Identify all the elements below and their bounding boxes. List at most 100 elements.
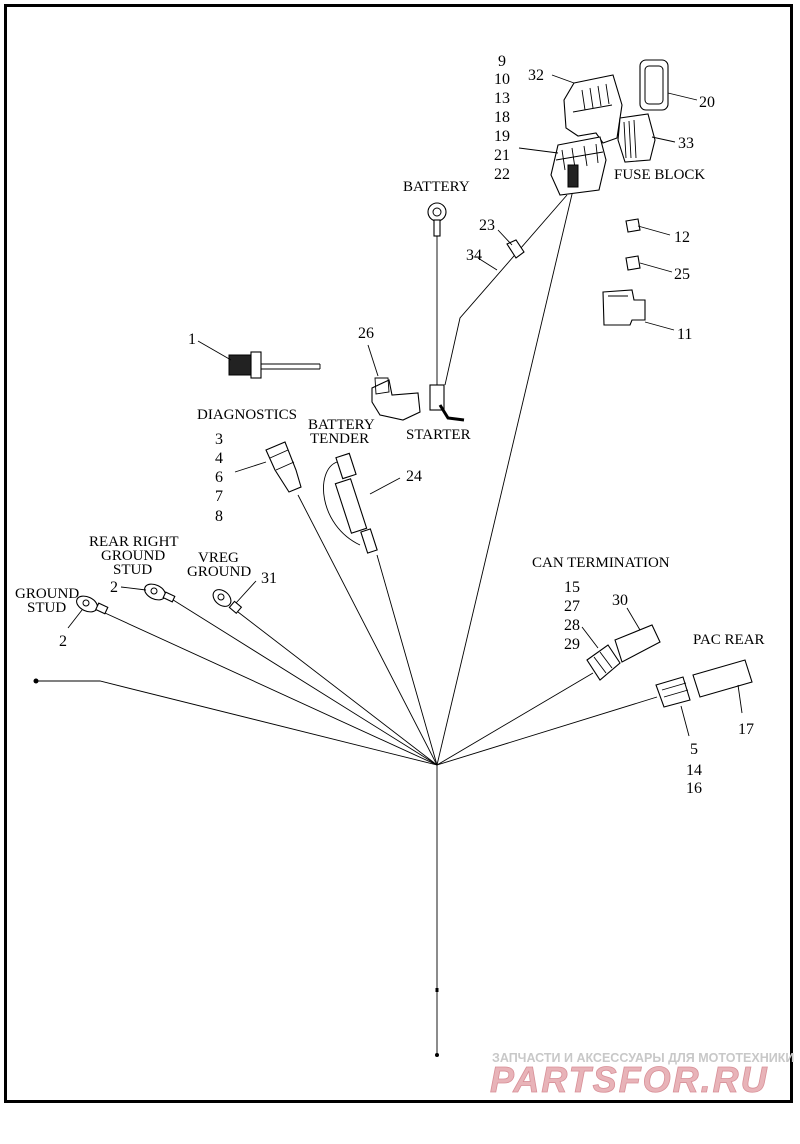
harness-wires xyxy=(33,189,658,1057)
battery-tender xyxy=(323,452,378,554)
wire-pac-rear xyxy=(436,696,658,766)
wire-starter-feed xyxy=(444,194,568,386)
callout-2-ground-stud: 2 xyxy=(59,633,67,650)
trunk-end-dot xyxy=(435,1053,439,1057)
part-25-fuse xyxy=(625,255,641,271)
text-labels: FUSE BLOCK BATTERY STARTER DIAGNOSTICS B… xyxy=(15,167,765,648)
fuse-block-slots xyxy=(555,143,604,171)
starter-connector xyxy=(429,384,465,422)
tender-plug xyxy=(334,478,368,534)
starter-housing xyxy=(429,384,445,411)
part-11-maxi-fuse xyxy=(602,289,646,326)
part-20-seal xyxy=(639,59,669,111)
callout-8: 8 xyxy=(215,508,223,525)
sensor-body xyxy=(228,354,252,376)
label-pac-rear: PAC REAR xyxy=(693,632,765,648)
label-rear-right-3: STUD xyxy=(113,562,152,578)
callout-33: 33 xyxy=(678,135,694,152)
vreg-hole xyxy=(217,593,225,601)
label-ground-stud-2: STUD xyxy=(27,600,66,616)
callout-27: 27 xyxy=(564,598,580,615)
watermark-tagline: ЗАПЧАСТИ И АКСЕССУАРЫ ДЛЯ МОТОТЕХНИКИ xyxy=(492,1051,794,1065)
part-17-housing xyxy=(692,659,753,698)
vreg-ground-terminal xyxy=(212,589,243,615)
fuse-block-cover xyxy=(563,74,623,144)
boot-body xyxy=(371,379,421,421)
can-ribs xyxy=(593,651,613,674)
callout-16: 16 xyxy=(686,780,702,797)
label-can-termination: CAN TERMINATION xyxy=(532,555,670,571)
can-connector xyxy=(586,644,621,681)
watermark-logo: PARTSFOR.RU xyxy=(490,1059,769,1100)
pac-ribs xyxy=(661,682,689,698)
label-battery-tender-1: BATTERY xyxy=(308,417,375,433)
part-12-fuse xyxy=(625,218,641,233)
callout-12: 12 xyxy=(674,229,690,246)
part-33-relay xyxy=(617,113,656,163)
pac-plug xyxy=(655,676,691,708)
callout-30: 30 xyxy=(612,592,628,609)
callout-19: 19 xyxy=(494,128,510,145)
wire-ground-stud xyxy=(104,612,438,766)
callout-3: 3 xyxy=(215,431,223,448)
callout-7: 7 xyxy=(215,488,223,505)
callout-23: 23 xyxy=(479,217,495,234)
label-diagnostics: DIAGNOSTICS xyxy=(197,407,297,423)
rear-right-ground-terminal xyxy=(144,583,176,603)
rear-right-hole xyxy=(150,587,158,595)
wire-end-dot xyxy=(33,678,39,684)
diagram-frame xyxy=(4,4,793,1103)
callout-4: 4 xyxy=(215,450,223,467)
callout-31: 31 xyxy=(261,570,277,587)
callout-21: 21 xyxy=(494,147,510,164)
callout-34: 34 xyxy=(466,247,482,264)
callout-numbers: 9 10 13 18 19 21 22 32 20 33 12 25 11 23… xyxy=(59,53,754,797)
part-26-boot xyxy=(371,377,421,421)
watermark: ЗАПЧАСТИ И АКСЕССУАРЫ ДЛЯ МОТОТЕХНИКИ PA… xyxy=(490,1051,795,1100)
starter-lead xyxy=(438,404,465,422)
callout-29: 29 xyxy=(564,636,580,653)
callout-2-rear-right: 2 xyxy=(110,579,118,596)
label-rear-right-1: REAR RIGHT xyxy=(89,534,179,550)
tender-cable xyxy=(323,461,361,546)
callout-24: 24 xyxy=(406,468,422,485)
part-1-sensor xyxy=(228,351,321,379)
wire-left-branch xyxy=(36,680,438,766)
tender-cap xyxy=(335,452,357,480)
fuse-block-connector xyxy=(567,164,579,188)
tender-tail xyxy=(360,528,378,554)
boot-cap xyxy=(374,377,390,395)
part-30-cap xyxy=(614,624,661,663)
sensor-flange xyxy=(250,351,262,379)
label-battery-tender-2: TENDER xyxy=(310,431,369,447)
callout-11: 11 xyxy=(677,326,692,343)
callout-20: 20 xyxy=(699,94,715,111)
trunk-marker xyxy=(435,988,439,992)
callout-9: 9 xyxy=(498,53,506,70)
battery-ring-hole xyxy=(432,207,442,217)
callout-32: 32 xyxy=(528,67,544,84)
callout-28: 28 xyxy=(564,617,580,634)
part-20-inner xyxy=(644,65,664,105)
part-33-ribs xyxy=(623,119,637,159)
label-rear-right-2: GROUND xyxy=(101,548,165,564)
fuses xyxy=(602,218,646,326)
callout-22: 22 xyxy=(494,166,510,183)
battery-crimp xyxy=(433,219,441,237)
cover-ribs xyxy=(572,83,613,113)
fuse-block-assembly xyxy=(550,59,669,196)
can-termination-connector xyxy=(586,624,661,681)
ground-stud-hole xyxy=(82,599,90,607)
rear-right-crimp xyxy=(162,591,176,603)
label-starter: STARTER xyxy=(406,427,471,443)
callout-25: 25 xyxy=(674,266,690,283)
label-ground-stud-1: GROUND xyxy=(15,586,79,602)
ground-terminals xyxy=(76,583,243,615)
diagnostics-ribs xyxy=(269,449,295,471)
label-battery: BATTERY xyxy=(403,179,470,195)
label-vreg-2: GROUND xyxy=(187,564,251,580)
label-fuse-block: FUSE BLOCK xyxy=(614,167,705,183)
wire-diagnostics xyxy=(297,494,438,766)
wire-rear-right-ground xyxy=(169,597,438,766)
